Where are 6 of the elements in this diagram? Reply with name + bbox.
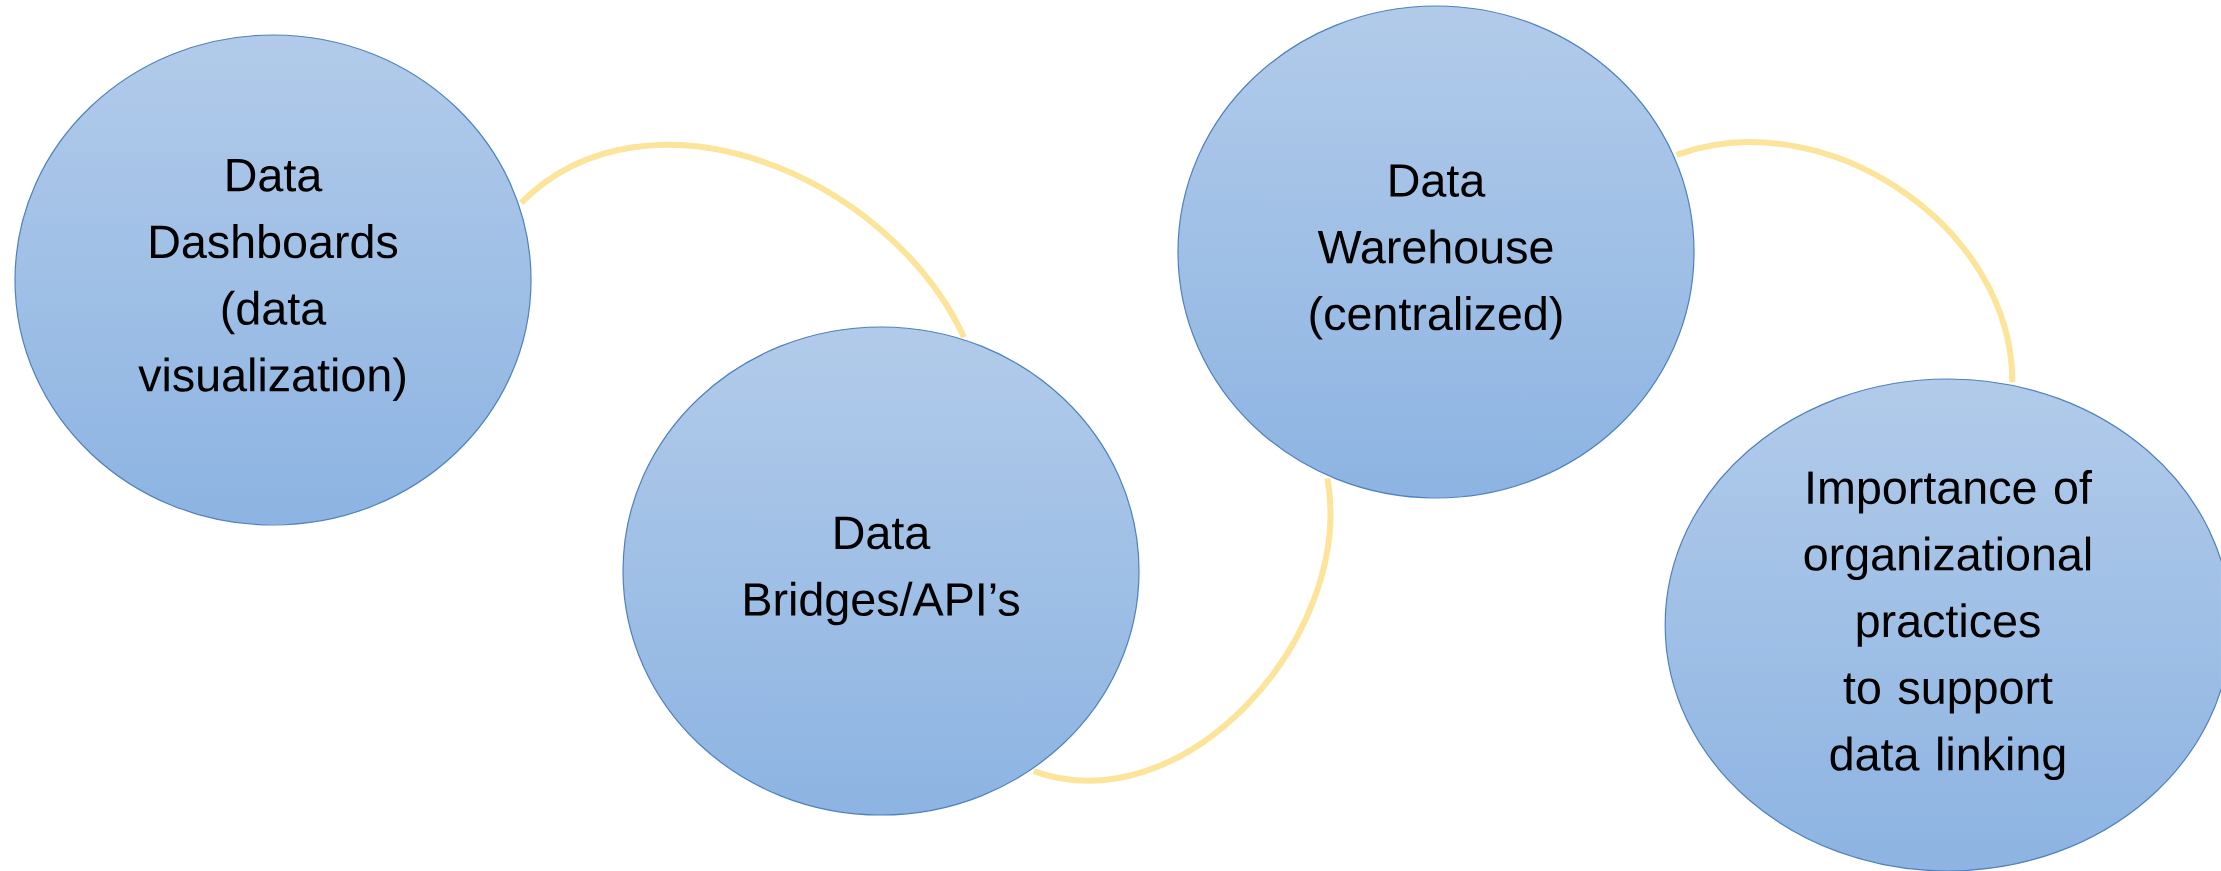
ellipse-node: Data Bridges/API’s <box>622 326 1140 816</box>
connector-arc <box>1675 139 2016 383</box>
connector-arc <box>1032 478 1334 783</box>
connector-arc <box>519 142 967 339</box>
ellipse-node: Data Dashboards (data visualization) <box>14 34 532 526</box>
ellipse-node: Data Warehouse (centralized) <box>1177 5 1695 499</box>
